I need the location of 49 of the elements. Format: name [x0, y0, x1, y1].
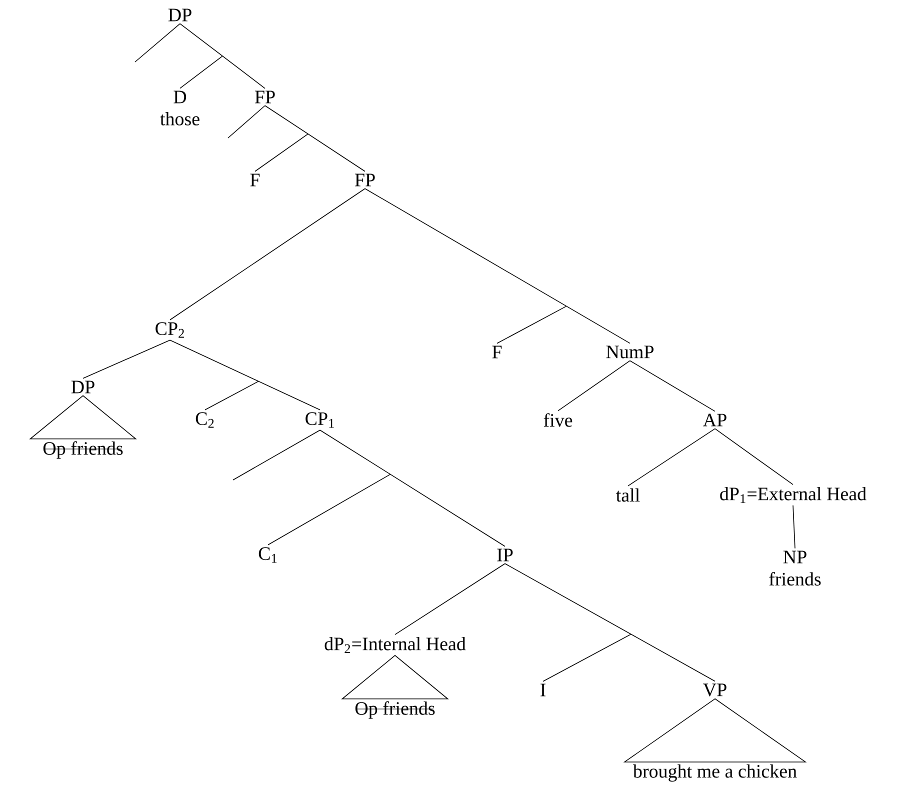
branch-line: [82, 340, 170, 379]
struck-text: Op friends: [43, 441, 123, 459]
branch-line: [504, 563, 716, 682]
branch-line: [792, 505, 796, 549]
tree-label: AP: [703, 414, 726, 426]
branch-line: [496, 306, 567, 344]
tree-label: DP: [168, 8, 192, 22]
tree-label: FP: [254, 90, 275, 104]
branch-line: [180, 23, 266, 89]
tree-label: VP: [703, 684, 726, 696]
branch-line: [714, 428, 794, 485]
branch-line: [134, 23, 180, 62]
branch-line: [268, 474, 391, 546]
tree-label: DP: [71, 380, 94, 394]
struck-text: Op friends: [355, 701, 435, 719]
tree-label: CP$_{2}$: [156, 322, 184, 338]
tree-label: C$_{2}$: [196, 412, 214, 428]
branch-line: [228, 105, 266, 138]
branch-line: [264, 105, 366, 172]
branch-line: [254, 134, 308, 172]
branch-line: [628, 428, 716, 486]
tree-label: CP$_{1}$: [306, 412, 334, 428]
beside-text: those: [160, 112, 200, 126]
tree-label: FP: [354, 174, 375, 186]
tree-label: C$_{1}$: [258, 547, 277, 563]
tree-label: tall: [616, 488, 640, 502]
phrase-text: brought me a chicken: [632, 764, 797, 782]
tree-label: five: [544, 413, 572, 427]
branch-line: [394, 563, 506, 635]
tree-label: D: [174, 90, 186, 104]
tree-label: NP: [783, 550, 806, 564]
branch-line: [180, 56, 223, 89]
tree-label: I: [540, 684, 546, 696]
branch-line: [558, 360, 630, 412]
branch-line: [320, 430, 506, 547]
branch-line: [170, 188, 366, 320]
tree-label: dP$_{2}$=Internal Head: [324, 637, 466, 654]
beside-text: friends: [769, 572, 821, 586]
branch-line: [232, 430, 320, 480]
branch-line: [630, 360, 716, 412]
tree-label: F: [492, 346, 502, 358]
branch-line: [542, 634, 632, 682]
branch-line: [204, 380, 259, 410]
tree-label: F: [250, 174, 260, 186]
tree-label: NumP: [606, 346, 654, 358]
branch-line: [364, 188, 630, 344]
tree-label: dP$_{1}$=External Head: [720, 487, 866, 503]
branch-line: [170, 340, 320, 410]
tree-label: IP: [497, 548, 513, 562]
